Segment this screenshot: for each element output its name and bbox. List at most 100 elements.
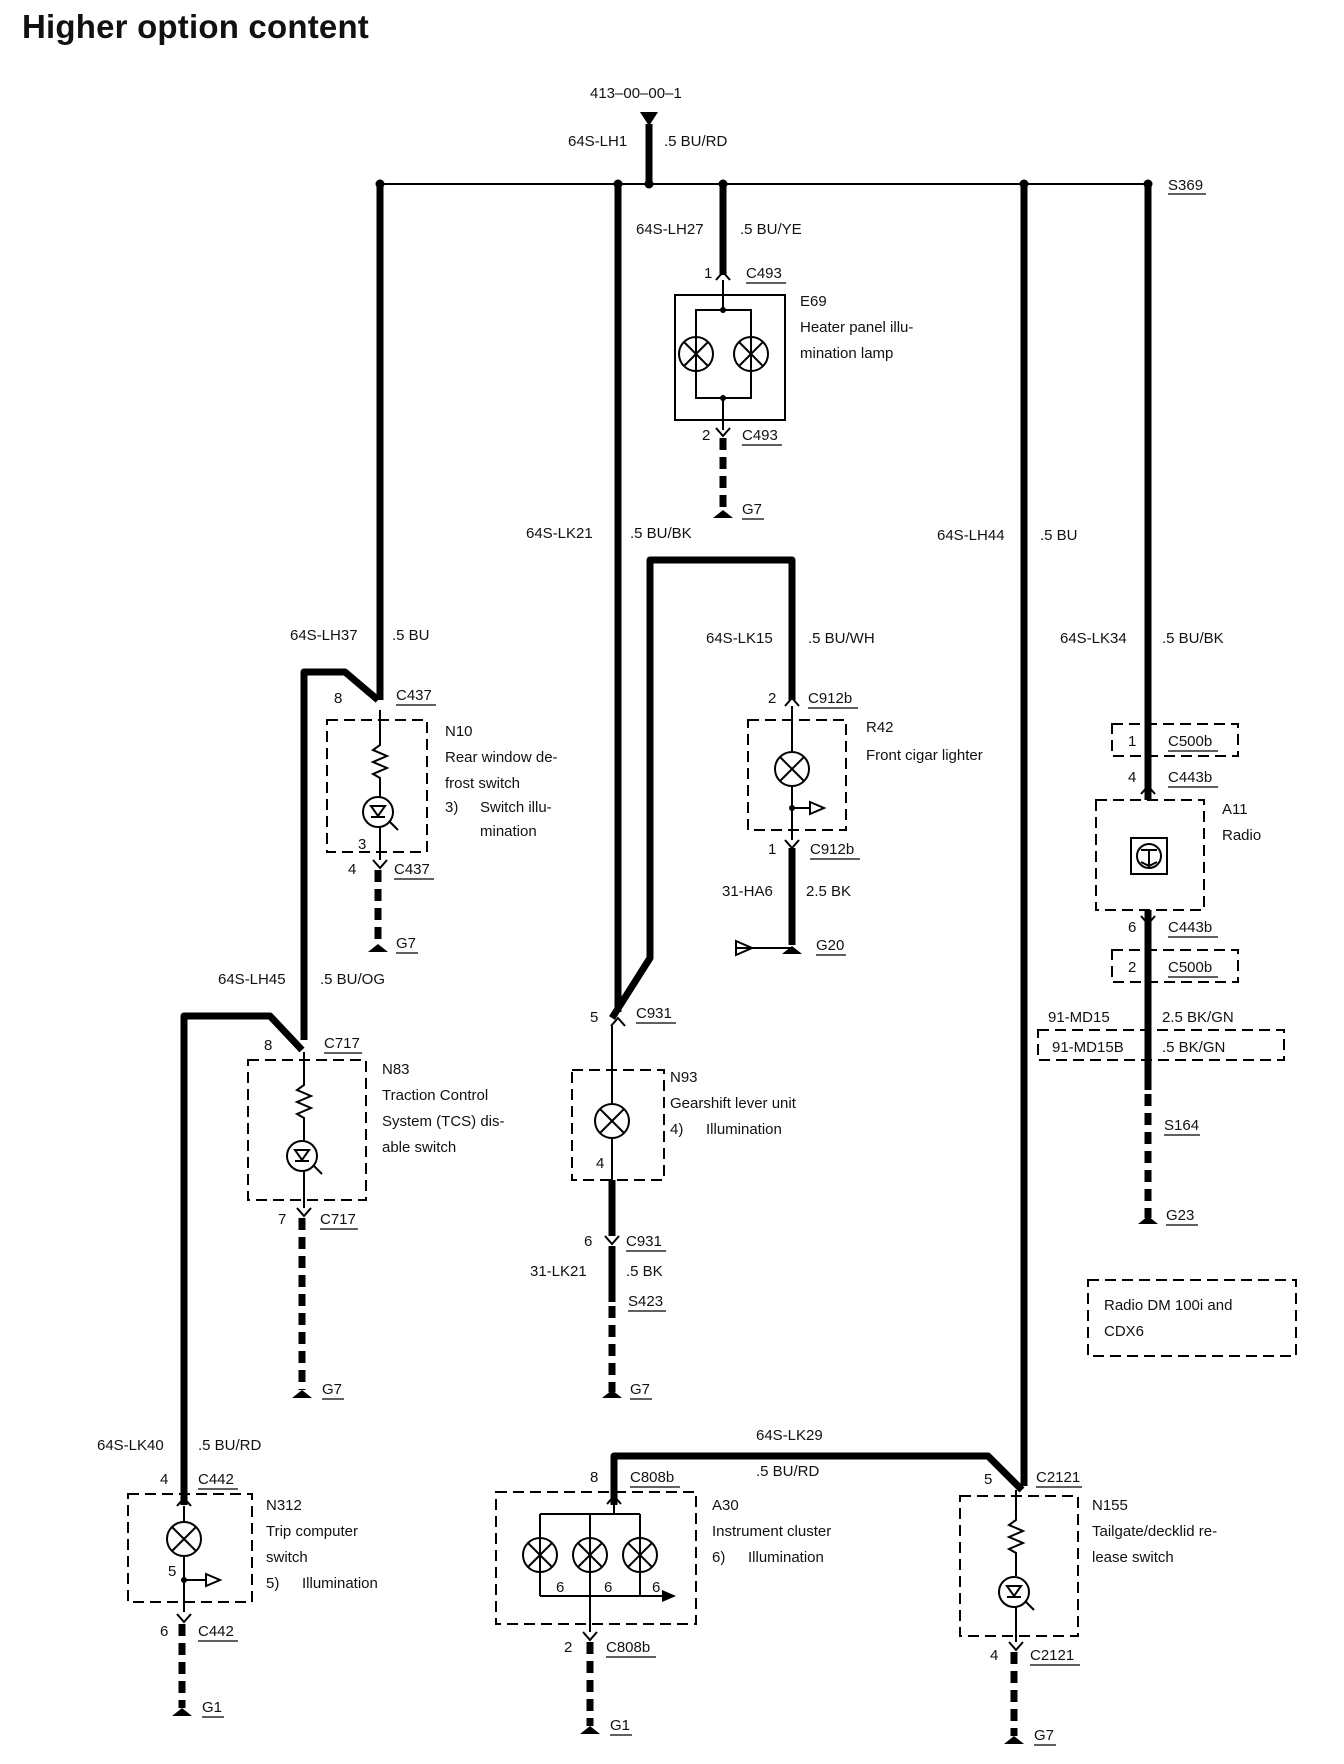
wire-lh45-id: 64S-LH45 bbox=[218, 971, 286, 988]
n155-conn-in: C2121 bbox=[1036, 1469, 1080, 1486]
e69-connector-in-icon bbox=[715, 270, 731, 281]
n312-ground-icon bbox=[172, 1708, 192, 1716]
r42-case-ground-icon bbox=[792, 800, 827, 816]
n83-desc-3: able switch bbox=[382, 1139, 456, 1156]
n10-pin-mid: 3 bbox=[358, 836, 366, 853]
n93-connector-in-icon bbox=[610, 1016, 626, 1027]
radio-variant-note: Radio DM 100i and CDX6 bbox=[1087, 1279, 1297, 1357]
wire-ha6-spec: 2.5 BK bbox=[806, 883, 851, 900]
n10-resistor-icon bbox=[370, 710, 390, 798]
a11-conn-in: C443b bbox=[1168, 769, 1212, 786]
r42-node bbox=[789, 805, 795, 811]
n10-note-2: mination bbox=[480, 823, 537, 840]
n10-pin-in: 8 bbox=[334, 690, 342, 707]
wire-lh27-spec: .5 BU/YE bbox=[740, 221, 802, 238]
n93-note-num: 4) bbox=[670, 1121, 683, 1138]
component-a11: 1 C500b 4 C443b A11 Radio 6 C443b 2 C500… bbox=[1037, 723, 1285, 1226]
r42-connector-in-icon bbox=[784, 696, 800, 707]
component-n312: 4 C442 5 N312 Trip computer switch 5) Il… bbox=[127, 1471, 378, 1718]
e69-node-bottom bbox=[720, 395, 726, 401]
n93-pin-mid: 4 bbox=[596, 1155, 604, 1172]
e69-connector-out-icon bbox=[715, 427, 731, 438]
bus-node-feed bbox=[644, 179, 654, 189]
a11-radio-icon bbox=[1130, 837, 1168, 875]
wire-lk21g-spec: .5 BK bbox=[626, 1263, 663, 1280]
wire-lk15-id: 64S-LK15 bbox=[706, 630, 773, 647]
wire-lk21g-id: 31-LK21 bbox=[530, 1263, 587, 1280]
n312-conn-in: C442 bbox=[198, 1471, 234, 1488]
a11-code: A11 bbox=[1222, 801, 1248, 818]
feed-ref-label: 413–00–00–1 bbox=[590, 85, 682, 102]
n10-note-num: 3) bbox=[445, 799, 458, 816]
n10-ground-icon bbox=[368, 944, 388, 952]
wire-lh44-id: 64S-LH44 bbox=[937, 527, 1005, 544]
n312-pin-in: 4 bbox=[160, 1471, 168, 1488]
r42-desc-1: Front cigar lighter bbox=[866, 747, 983, 764]
r42-pin-out: 1 bbox=[768, 841, 776, 858]
n93-housing bbox=[571, 1069, 665, 1181]
a30-connector-in-icon bbox=[606, 1494, 622, 1505]
n83-conn-out: C717 bbox=[320, 1211, 356, 1228]
a30-bulb-1-icon bbox=[522, 1537, 558, 1573]
component-e69: 1 C493 E69 Heater panel illu- mination l… bbox=[674, 265, 913, 520]
a30-ground: G1 bbox=[610, 1717, 630, 1734]
main-wires: 64S-LH37 .5 BU 64S-LH27 .5 BU/YE 64S-LK2… bbox=[97, 184, 1224, 1505]
n155-ground: G7 bbox=[1034, 1727, 1054, 1744]
r42-ground: G20 bbox=[816, 937, 844, 954]
r42-conn-out: C912b bbox=[810, 841, 854, 858]
n155-code: N155 bbox=[1092, 1497, 1128, 1514]
r42-lamp-icon bbox=[774, 751, 810, 787]
e69-ground-icon bbox=[713, 510, 733, 518]
r42-code: R42 bbox=[866, 719, 894, 736]
n155-pin-out: 4 bbox=[990, 1647, 998, 1664]
a30-conn-in: C808b bbox=[630, 1469, 674, 1486]
n93-pin-out: 6 bbox=[584, 1233, 592, 1250]
n10-pin-out: 4 bbox=[348, 861, 356, 878]
n155-conn-out: C2121 bbox=[1030, 1647, 1074, 1664]
component-n155: 5 C2121 N155 Tailgate/decklid re- lease … bbox=[959, 1469, 1217, 1746]
r42-pin-in: 2 bbox=[768, 690, 776, 707]
n93-lamp-icon bbox=[594, 1103, 630, 1139]
n312-node bbox=[181, 1577, 187, 1583]
wire-lh37-spec: .5 BU bbox=[392, 627, 430, 644]
a30-pin-out: 2 bbox=[564, 1639, 572, 1656]
n312-note-1: Illumination bbox=[302, 1575, 378, 1592]
wire-ha6-id: 31-HA6 bbox=[722, 883, 773, 900]
n312-conn-out: C442 bbox=[198, 1623, 234, 1640]
a11-pin-in: 4 bbox=[1128, 769, 1136, 786]
a30-bulb-3-icon bbox=[622, 1537, 658, 1573]
e69-ground: G7 bbox=[742, 501, 762, 518]
a11-connector-in-icon bbox=[1140, 784, 1156, 795]
n83-conn-in: C717 bbox=[324, 1035, 360, 1052]
radio-note-line-2: CDX6 bbox=[1104, 1323, 1144, 1340]
e69-internal-wiring bbox=[695, 280, 752, 430]
n10-led-icon bbox=[362, 796, 399, 831]
wire-lh27-id: 64S-LH27 bbox=[636, 221, 704, 238]
a11-desc-1: Radio bbox=[1222, 827, 1261, 844]
n83-desc-2: System (TCS) dis- bbox=[382, 1113, 505, 1130]
n93-ground-icon bbox=[602, 1390, 622, 1398]
n155-housing bbox=[959, 1495, 1079, 1637]
wire-lk15-spec: .5 BU/WH bbox=[808, 630, 875, 647]
e69-conn-in: C493 bbox=[746, 265, 782, 282]
feed-section: 413–00–00–1 64S-LH1 .5 BU/RD S369 bbox=[375, 85, 1206, 195]
a30-note-1: Illumination bbox=[748, 1549, 824, 1566]
n312-pin-mid: 5 bbox=[168, 1563, 176, 1580]
wire-lk21-spec: .5 BU/BK bbox=[630, 525, 692, 542]
a11-splice: S164 bbox=[1164, 1117, 1199, 1134]
n312-housing bbox=[127, 1493, 253, 1603]
a30-code: A30 bbox=[712, 1497, 739, 1514]
n93-note-1: Illumination bbox=[706, 1121, 782, 1138]
md15b-variant-box bbox=[1037, 1029, 1285, 1061]
component-r42: 2 C912b R42 Front cigar lighter 1 C912b … bbox=[722, 690, 983, 957]
wire-lk40-spec: .5 BU/RD bbox=[198, 1437, 262, 1454]
n83-led-icon bbox=[286, 1140, 323, 1175]
wire-64s-lk29 bbox=[610, 1452, 1025, 1505]
n155-resistor-icon bbox=[1006, 1490, 1026, 1576]
wire-md15-spec: 2.5 BK/GN bbox=[1162, 1009, 1234, 1026]
n155-desc-2: lease switch bbox=[1092, 1549, 1174, 1566]
wire-md15b-id: 91-MD15B bbox=[1052, 1039, 1124, 1056]
wire-64s-lk40 bbox=[180, 1012, 305, 1505]
a30-pin-mid-1: 6 bbox=[556, 1579, 564, 1596]
